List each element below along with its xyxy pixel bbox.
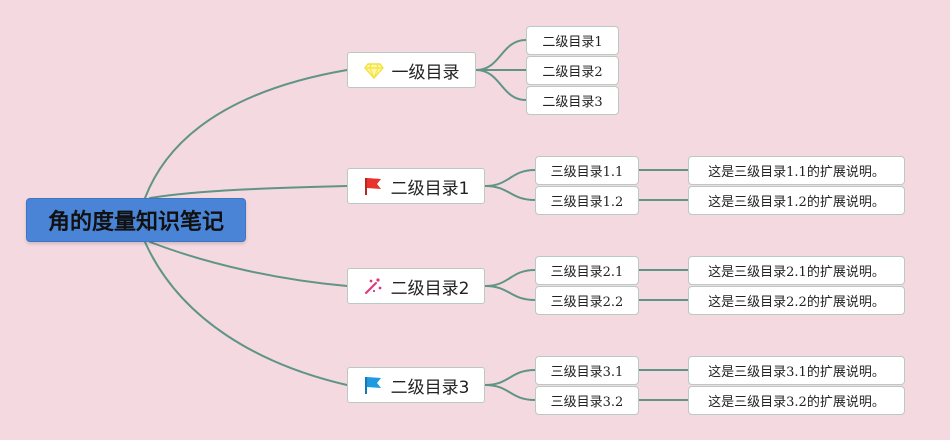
note-1-2[interactable]: 这是三级目录1.2的扩展说明。 — [688, 186, 905, 215]
sparkle-icon — [363, 276, 383, 296]
subtopic-label: 二级目录3 — [542, 95, 603, 110]
note-3-1[interactable]: 这是三级目录3.1的扩展说明。 — [688, 356, 905, 385]
topic-label: 二级目录1 — [390, 178, 470, 199]
subtopic-label: 三级目录1.1 — [550, 165, 624, 180]
connector-section2-0 — [484, 269, 536, 287]
topic-label: 二级目录2 — [390, 278, 470, 299]
note-3-2[interactable]: 这是三级目录3.2的扩展说明。 — [688, 386, 905, 415]
connector-section3-1 — [484, 384, 536, 401]
connector-section2-1 — [484, 285, 536, 301]
blue-flag-icon — [363, 375, 383, 395]
connector-section1-0 — [484, 169, 536, 187]
note-label: 这是三级目录3.2的扩展说明。 — [708, 395, 885, 410]
connector-catalog-0 — [475, 39, 527, 71]
topic-level1-section1[interactable]: 二级目录1 — [347, 168, 485, 204]
connector-section1-1 — [484, 185, 536, 201]
topic-level1-catalog[interactable]: 一级目录 — [347, 52, 476, 88]
connector-catalog-2 — [475, 69, 527, 101]
note-label: 这是三级目录1.2的扩展说明。 — [708, 195, 885, 210]
subtopic-1-2[interactable]: 三级目录1.2 — [535, 186, 639, 215]
note-label: 这是三级目录2.2的扩展说明。 — [708, 295, 885, 310]
subtopic-2-1[interactable]: 三级目录2.1 — [535, 256, 639, 285]
red-flag-icon — [363, 176, 383, 196]
note-label: 这是三级目录1.1的扩展说明。 — [708, 165, 885, 180]
subtopic-label: 三级目录2.2 — [550, 295, 624, 310]
subtopic-catalog-item[interactable]: 二级目录1 — [526, 26, 619, 55]
subtopic-label: 三级目录1.2 — [550, 195, 624, 210]
root-topic-label: 角的度量知识笔记 — [47, 210, 224, 235]
subtopic-3-1[interactable]: 三级目录3.1 — [535, 356, 639, 385]
subtopic-2-2[interactable]: 三级目录2.2 — [535, 286, 639, 315]
subtopic-catalog-item[interactable]: 二级目录2 — [526, 56, 619, 85]
topic-label: 二级目录3 — [390, 377, 470, 398]
subtopic-label: 三级目录2.1 — [550, 265, 624, 280]
topic-level1-section2[interactable]: 二级目录2 — [347, 268, 485, 304]
note-1-1[interactable]: 这是三级目录1.1的扩展说明。 — [688, 156, 905, 185]
connector-root-to-catalog — [144, 69, 348, 199]
subtopic-1-1[interactable]: 三级目录1.1 — [535, 156, 639, 185]
subtopic-label: 三级目录3.1 — [550, 365, 624, 380]
root-topic[interactable]: 角的度量知识笔记 — [26, 198, 246, 242]
note-2-1[interactable]: 这是三级目录2.1的扩展说明。 — [688, 256, 905, 285]
note-label: 这是三级目录3.1的扩展说明。 — [708, 365, 885, 380]
note-label: 这是三级目录2.1的扩展说明。 — [708, 265, 885, 280]
connector-root-to-section3 — [144, 241, 348, 386]
subtopic-label: 二级目录1 — [542, 35, 603, 50]
subtopic-label: 二级目录2 — [542, 65, 603, 80]
diamond-icon — [363, 60, 384, 80]
connector-section3-0 — [484, 369, 536, 386]
note-2-2[interactable]: 这是三级目录2.2的扩展说明。 — [688, 286, 905, 315]
topic-label: 一级目录 — [391, 62, 460, 83]
subtopic-3-2[interactable]: 三级目录3.2 — [535, 386, 639, 415]
connector-root-to-section1 — [149, 185, 348, 199]
subtopic-catalog-item[interactable]: 二级目录3 — [526, 86, 619, 115]
connector-root-to-section2 — [149, 241, 348, 287]
subtopic-label: 三级目录3.2 — [550, 395, 624, 410]
topic-level1-section3[interactable]: 二级目录3 — [347, 367, 485, 403]
